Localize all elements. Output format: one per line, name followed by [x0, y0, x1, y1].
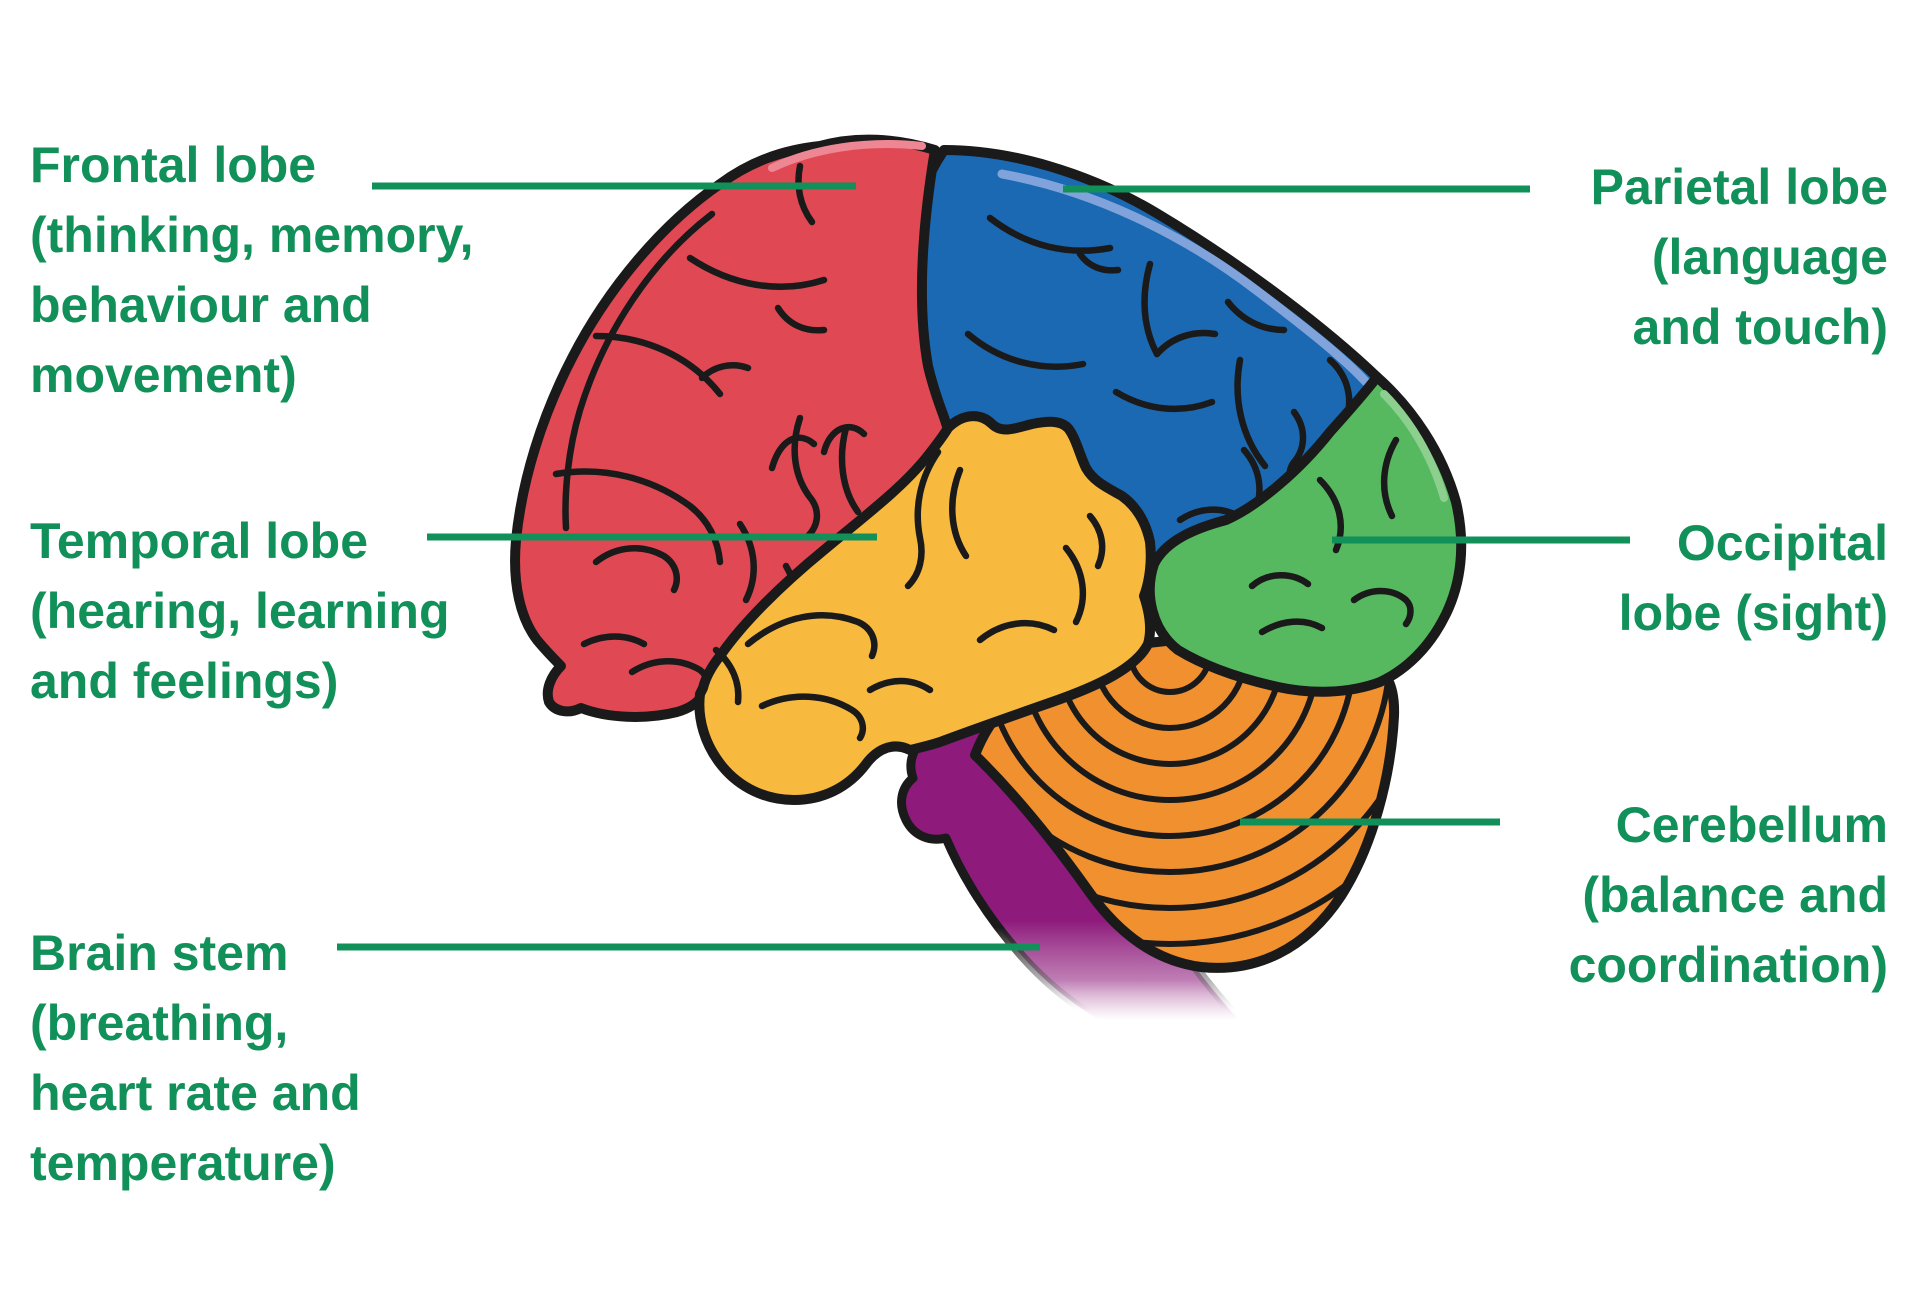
leader-lines	[337, 182, 1630, 951]
temporal-lobe-region	[694, 411, 1156, 805]
occipital-highlight-decoration	[1380, 390, 1448, 502]
temporal-lobe-group	[694, 411, 1156, 805]
occipital-lobe-label: Occipital lobe (sight)	[1618, 515, 1888, 641]
parietal-lobe-label: Parietal lobe (language and touch)	[1590, 159, 1888, 355]
frontal-lobe-label: Frontal lobe (thinking, memory, behaviou…	[30, 137, 474, 403]
brain-illustration	[510, 134, 1467, 1039]
frontal-highlight-decoration	[768, 140, 926, 172]
temporal-sulci-decoration	[712, 448, 1106, 742]
cerebellum-label: Cerebellum (balance and coordination)	[1568, 797, 1888, 993]
brain-stem-label: Brain stem (breathing, heart rate and te…	[30, 925, 361, 1191]
temporal-lobe-label: Temporal lobe (hearing, learning and fee…	[30, 513, 450, 709]
